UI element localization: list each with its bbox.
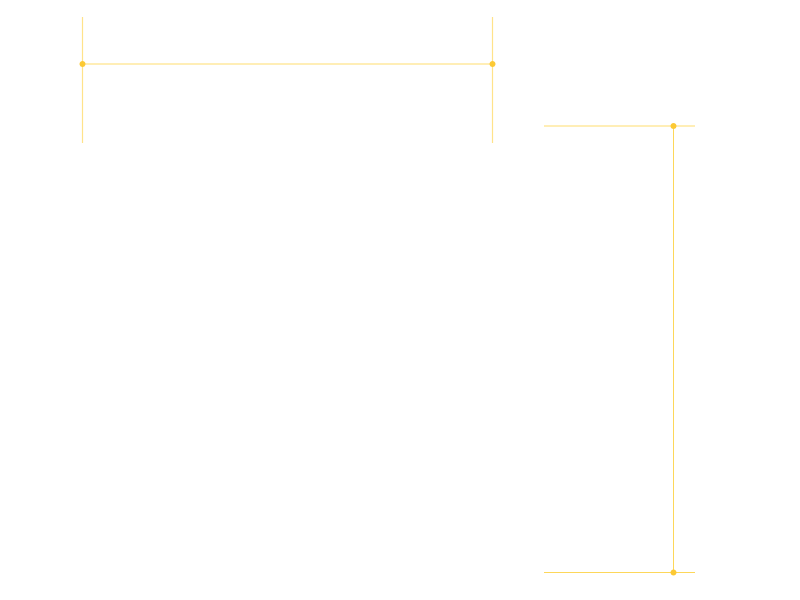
endpoint-handle-left[interactable] [79, 61, 86, 67]
endpoint-handle-right[interactable] [489, 61, 496, 67]
horizontal-dimension [79, 17, 496, 143]
endpoint-handle-bottom[interactable] [670, 569, 677, 576]
vertical-dimension [544, 123, 695, 576]
endpoint-handle-top[interactable] [670, 123, 677, 129]
